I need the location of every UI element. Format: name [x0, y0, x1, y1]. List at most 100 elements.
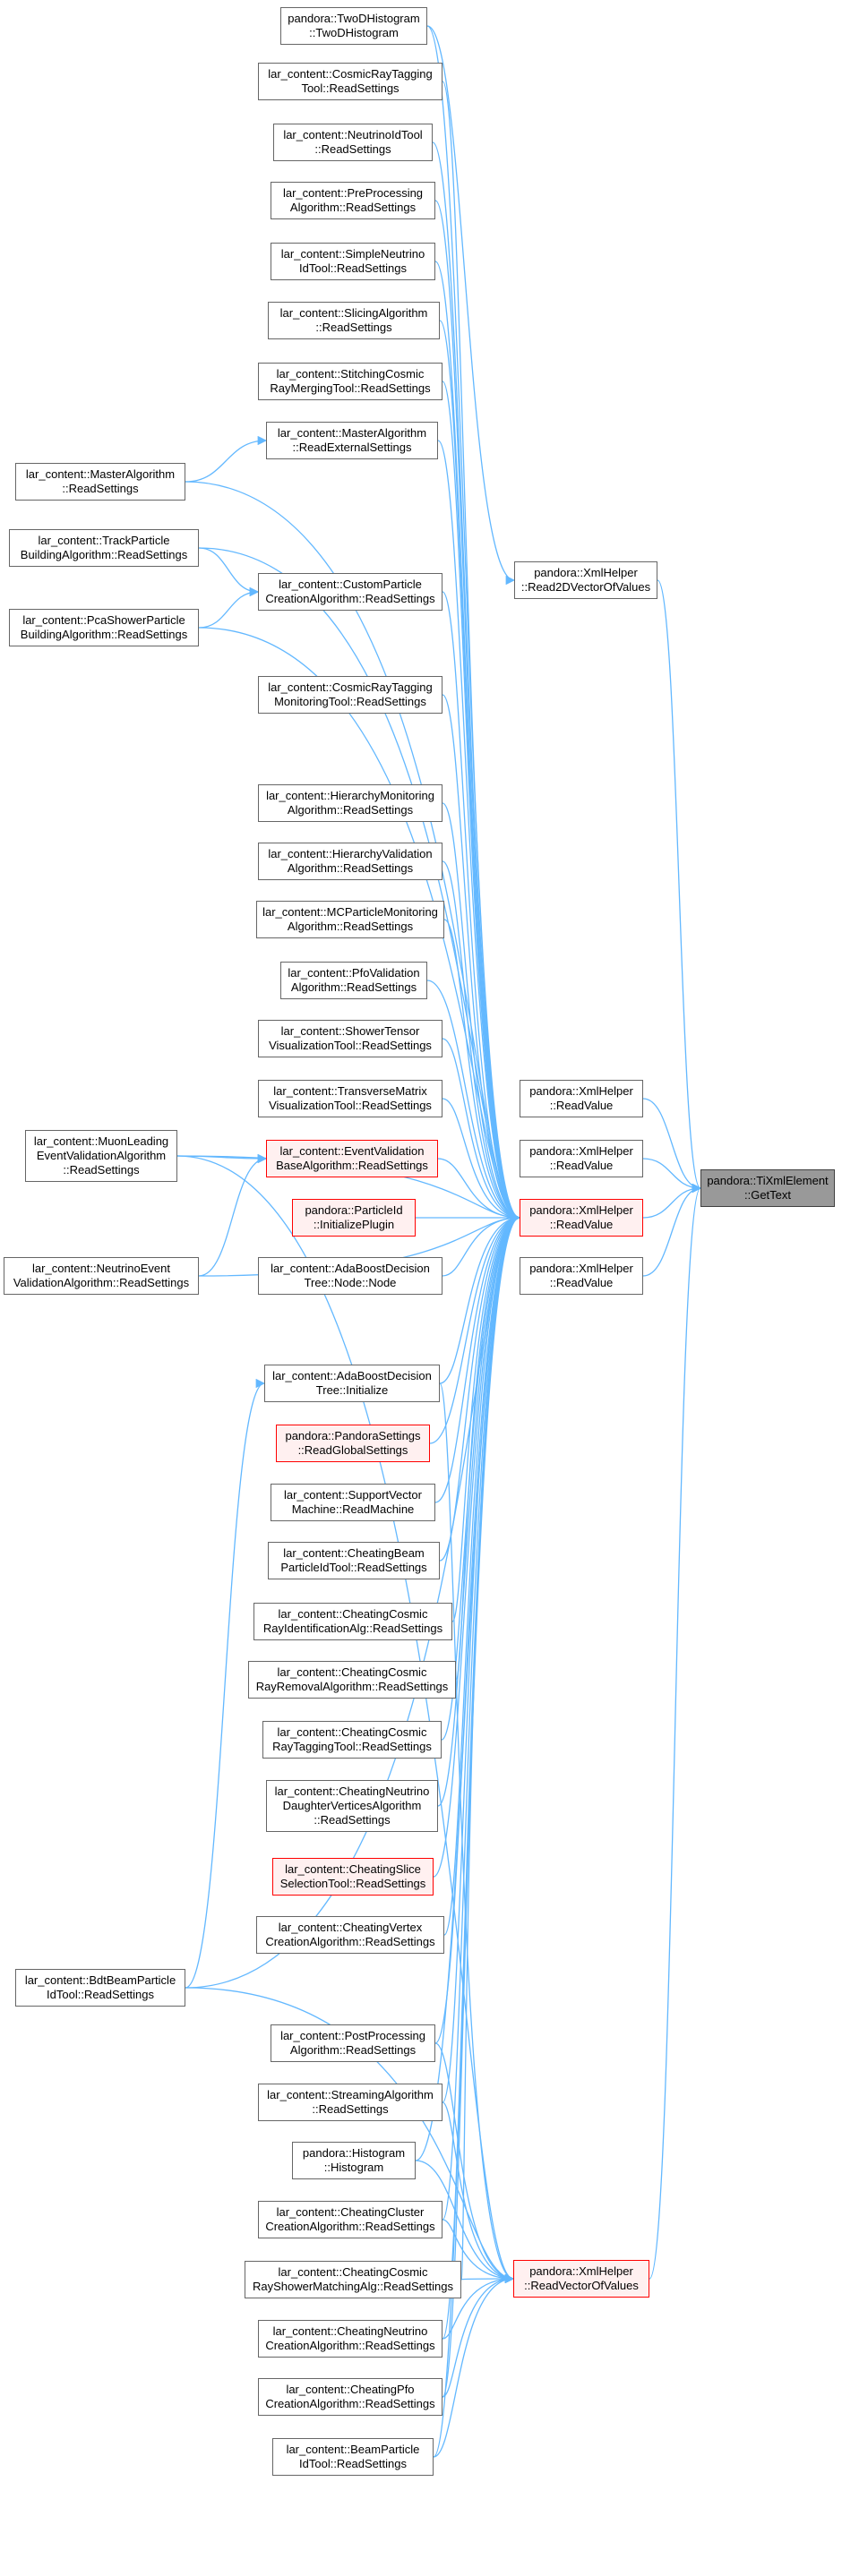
node-label-line: Algorithm::ReadSettings: [287, 861, 414, 875]
node-label-line: RayRemovalAlgorithm::ReadSettings: [255, 1680, 449, 1693]
node-xmlhelper-readvalue-1[interactable]: pandora::XmlHelper::ReadValue: [520, 1080, 643, 1117]
node-neutrinoid-tool[interactable]: lar_content::NeutrinoIdTool::ReadSetting…: [273, 124, 433, 161]
node-xmlhelper-readvalue-main[interactable]: pandora::XmlHelper::ReadValue: [520, 1199, 643, 1237]
node-xmlhelper-readvectorofvalues[interactable]: pandora::XmlHelper::ReadVectorOfValues: [513, 2260, 649, 2298]
node-histogram[interactable]: pandora::Histogram::Histogram: [292, 2142, 416, 2179]
node-streaming-algorithm[interactable]: lar_content::StreamingAlgorithm::ReadSet…: [258, 2084, 442, 2121]
node-label-line: MonitoringTool::ReadSettings: [274, 695, 426, 708]
node-masteralgorithm-readsettings[interactable]: lar_content::MasterAlgorithm::ReadSettin…: [15, 463, 185, 501]
node-label-line: lar_content::CheatingNeutrino: [274, 1784, 430, 1798]
node-label-line: pandora::XmlHelper: [529, 1144, 633, 1158]
node-label-line: ::Read2DVectorOfValues: [520, 580, 651, 594]
node-label-line: lar_content::CosmicRayTagging: [268, 680, 433, 694]
node-label-line: lar_content::ShowerTensor: [280, 1024, 420, 1038]
node-label-line: lar_content::SimpleNeutrino: [280, 247, 425, 261]
edge-cheatcluster-to-readvalue: [442, 1212, 521, 2221]
node-label-line: lar_content::PreProcessing: [282, 186, 424, 200]
node-label-line: Algorithm::ReadSettings: [287, 803, 414, 817]
node-masteralgorithm-readexternalsettings[interactable]: lar_content::MasterAlgorithm::ReadExtern…: [266, 422, 438, 459]
edge-readvector-to-gettext: [649, 1184, 702, 2280]
edge-transmatrix-to-readvalue: [442, 1098, 521, 1223]
node-label-line: lar_content::NeutrinoIdTool: [283, 128, 423, 141]
node-label-line: DaughterVerticesAlgorithm: [282, 1799, 422, 1812]
node-label-line: lar_content::EventValidation: [279, 1144, 425, 1158]
node-label-line: ::Histogram: [323, 2161, 384, 2174]
edge-cheatneutdaughter-to-readvalue: [437, 1212, 521, 1807]
node-label-line: lar_content::NeutrinoEvent: [32, 1262, 170, 1275]
node-label-line: pandora::PandoraSettings: [285, 1429, 421, 1442]
node-twodhistogram[interactable]: pandora::TwoDHistogram::TwoDHistogram: [280, 7, 427, 45]
node-label-line: lar_content::CheatingCosmic: [277, 1665, 427, 1679]
node-label-line: lar_content::CosmicRayTagging: [268, 67, 433, 81]
edge-read2d-to-gettext: [657, 579, 702, 1193]
node-label-line: lar_content::TransverseMatrix: [273, 1084, 427, 1098]
node-label-line: BuildingAlgorithm::ReadSettings: [20, 548, 188, 561]
node-label-line: lar_content::CheatingCosmic: [278, 1607, 428, 1621]
node-xmlhelper-read2dvectorofvalues[interactable]: pandora::XmlHelper::Read2DVectorOfValues: [514, 561, 657, 599]
node-label-line: pandora::XmlHelper: [529, 1084, 633, 1098]
node-label-line: lar_content::TrackParticle: [38, 534, 170, 547]
edge-twodhist-to-read2d: [426, 25, 516, 586]
node-xmlhelper-readvalue-4[interactable]: pandora::XmlHelper::ReadValue: [520, 1257, 643, 1295]
node-xmlhelper-readvalue-2[interactable]: pandora::XmlHelper::ReadValue: [520, 1140, 643, 1177]
node-label-line: CreationAlgorithm::ReadSettings: [265, 2220, 435, 2233]
node-label-line: BuildingAlgorithm::ReadSettings: [20, 628, 188, 641]
edge-adainit-to-readvector: [439, 1382, 515, 2284]
edge-cheatcosmictag-to-readvalue: [441, 1212, 521, 1741]
edge-trackbuild-to-custompart: [198, 547, 260, 597]
edge-rv2-to-gettext: [642, 1158, 702, 1194]
node-label-line: CreationAlgorithm::ReadSettings: [265, 592, 435, 605]
node-particleid-initializeplugin[interactable]: pandora::ParticleId::InitializePlugin: [292, 1199, 416, 1237]
edge-bdtbeam-to-adainit: [185, 1378, 266, 1989]
node-label-line: lar_content::PcaShowerParticle: [22, 613, 185, 627]
node-slicing-algorithm[interactable]: lar_content::SlicingAlgorithm::ReadSetti…: [268, 302, 440, 339]
node-label-line: lar_content::MuonLeading: [33, 1134, 169, 1148]
edge-pcashower-to-custompart: [198, 586, 260, 629]
node-label-line: pandora::ParticleId: [305, 1203, 403, 1217]
node-label-line: lar_content::MCParticleMonitoring: [262, 905, 438, 919]
node-label-line: IdTool::ReadSettings: [299, 2457, 407, 2470]
edge-rv1-to-gettext: [642, 1098, 702, 1194]
edge-bdtbeam-to-readvector: [185, 1987, 515, 2284]
node-label-line: IdTool::ReadSettings: [299, 261, 407, 275]
edge-beamparticle-to-readvalue: [433, 1213, 521, 2458]
node-label-line: lar_content::CheatingCosmic: [278, 2265, 428, 2279]
node-label-line: lar_content::CheatingBeam: [283, 1546, 425, 1560]
node-pandorasettings-readglobalsettings[interactable]: pandora::PandoraSettings::ReadGlobalSett…: [276, 1425, 430, 1462]
node-label-line: lar_content::CheatingNeutrino: [272, 2324, 428, 2338]
